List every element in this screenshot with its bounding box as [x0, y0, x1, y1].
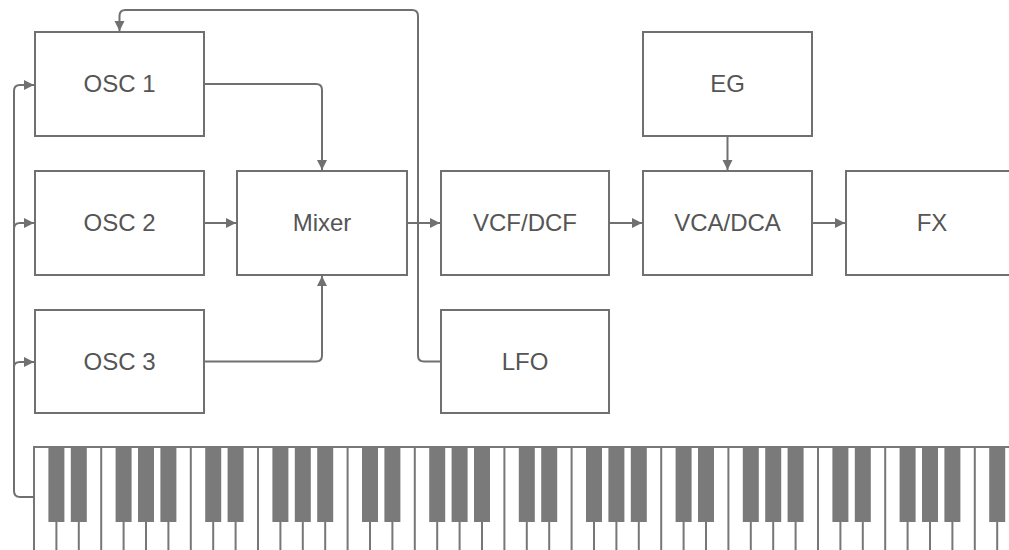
- signal-arrow: [205, 84, 322, 170]
- signal-arrow: [813, 222, 845, 224]
- process-box: OSC 2: [34, 170, 205, 276]
- box-label: FX: [917, 209, 948, 237]
- keyboard-ground: [34, 447, 1009, 550]
- signal-arrow: [205, 222, 236, 224]
- box-label: EG: [710, 70, 745, 98]
- box-label: Mixer: [293, 209, 352, 237]
- process-box: FX: [845, 170, 1009, 276]
- signal-arrow: [408, 222, 440, 224]
- keyboard-wires: [14, 85, 34, 497]
- box-label: VCF/DCF: [473, 209, 577, 237]
- process-box: VCF/DCF: [440, 170, 610, 276]
- signal-arrow: [205, 276, 322, 362]
- box-label: OSC 3: [83, 348, 155, 376]
- process-box: OSC 1: [34, 31, 205, 137]
- process-box: LFO: [440, 309, 610, 414]
- keyboard-wire: [14, 85, 34, 497]
- process-box: OSC 3: [34, 309, 205, 414]
- process-box: EG: [642, 31, 813, 137]
- signal-arrow: [610, 222, 642, 224]
- box-label: OSC 2: [83, 209, 155, 237]
- box-label: VCA/DCA: [674, 209, 781, 237]
- keyboard-wire: [14, 362, 34, 367]
- box-label: LFO: [502, 348, 549, 376]
- process-box: Mixer: [236, 170, 408, 276]
- keyboard-outline: [34, 447, 1009, 550]
- black-keys: [48, 447, 1005, 522]
- keyboard: [34, 447, 1009, 550]
- box-label: OSC 1: [83, 70, 155, 98]
- keyboard-wire: [14, 223, 34, 229]
- signal-arrow: [727, 137, 729, 170]
- process-box: VCA/DCA: [642, 170, 813, 276]
